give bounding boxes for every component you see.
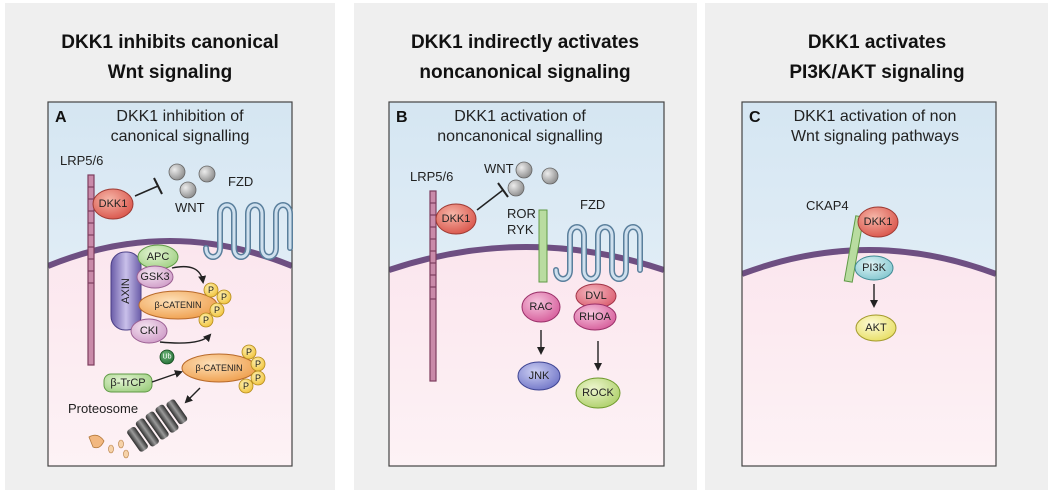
jnk-protein: JNK: [529, 370, 550, 382]
panel-b-title-line2: noncanonical signaling: [419, 62, 630, 83]
svg-text:P: P: [221, 292, 227, 302]
panel-c-letter: C: [749, 109, 761, 126]
ror-label: ROR: [507, 206, 536, 221]
panel-a-subtitle-line2: canonical signalling: [111, 128, 250, 145]
svg-text:P: P: [208, 285, 214, 295]
panel-b-dkk1: DKK1: [442, 213, 471, 225]
proteosome-label: Proteosome: [68, 401, 138, 416]
svg-text:P: P: [255, 359, 261, 369]
panel-a-fzd-label: FZD: [228, 174, 253, 189]
rock-protein: ROCK: [582, 387, 614, 399]
panel-b-wnt-label: WNT: [484, 161, 514, 176]
panel-c-title-line2: PI3K/AKT signaling: [789, 62, 964, 83]
degradation-fragments: [88, 434, 129, 459]
rac-protein: RAC: [529, 301, 552, 313]
panel-a-title-line1: DKK1 inhibits canonical: [61, 32, 278, 53]
panel-c-cytoplasm: [742, 252, 996, 466]
panel-a: DKK1 inhibits canonical Wnt signaling A …: [5, 3, 335, 490]
panel-a-wnt-label: WNT: [175, 200, 205, 215]
svg-text:P: P: [255, 373, 261, 383]
pi3k-protein: PI3K: [862, 262, 887, 274]
panel-c-dkk1: DKK1: [864, 216, 893, 228]
panel-a-letter: A: [55, 109, 67, 126]
panel-b-letter: B: [396, 109, 408, 126]
svg-text:P: P: [246, 347, 252, 357]
svg-text:P: P: [243, 381, 249, 391]
cki-protein: CKI: [140, 325, 158, 337]
fzd-receptor-icon-b: [556, 227, 640, 279]
lrp-receptor-icon-b: [429, 190, 437, 382]
fzd-receptor-icon: [206, 205, 290, 257]
ryk-label: RYK: [507, 222, 534, 237]
panel-b-lrp-label: LRP5/6: [410, 169, 453, 184]
apc-protein: APC: [147, 251, 170, 263]
svg-text:P: P: [203, 315, 209, 325]
ror-ryk-receptor: [538, 209, 548, 283]
inhibition-arrow-icon: [134, 177, 163, 197]
axin-protein: AXIN: [120, 278, 132, 304]
gsk3-protein: GSK3: [140, 271, 169, 283]
akt-protein: AKT: [865, 322, 887, 334]
panel-b-title-line1: DKK1 indirectly activates: [411, 32, 639, 53]
panel-b-subtitle-line2: noncanonical signalling: [437, 128, 602, 145]
proteasome-icon: [127, 399, 188, 452]
phospho-cluster-1: P P P P: [198, 282, 232, 328]
panel-c-subtitle-line2: Wnt signaling pathways: [791, 128, 959, 145]
panel-a-subtitle-line1: DKK1 inhibition of: [116, 108, 244, 125]
panel-b: DKK1 indirectly activates noncanonical s…: [354, 3, 697, 490]
panel-c-subtitle-line1: DKK1 activation of non: [794, 108, 957, 125]
rhoa-protein: RHOA: [579, 311, 611, 323]
panel-a-title-line2: Wnt signaling: [108, 62, 233, 83]
panel-b-subtitle-line1: DKK1 activation of: [454, 108, 586, 125]
panel-c-title-line1: DKK1 activates: [808, 32, 946, 53]
phospho-cluster-2: P P P P: [238, 344, 266, 394]
svg-text:P: P: [214, 305, 220, 315]
wnt-ligands-b: [507, 161, 559, 197]
ckap4-label: CKAP4: [806, 198, 849, 213]
panel-c: DKK1 activates PI3K/AKT signaling C DKK1…: [705, 3, 1048, 490]
dvl-protein: DVL: [585, 290, 606, 302]
panel-a-lrp-label: LRP5/6: [60, 153, 103, 168]
panel-b-fzd-label: FZD: [580, 197, 605, 212]
beta-catenin-complex: β-CATENIN: [154, 300, 201, 310]
beta-catenin-free: β-CATENIN: [195, 363, 242, 373]
ubiquitin: Ub: [163, 354, 172, 361]
panel-c-membrane: [742, 247, 996, 277]
panel-a-dkk1: DKK1: [99, 198, 128, 210]
wnt-ligands: [168, 163, 216, 199]
beta-trcp-protein: β-TrCP: [110, 377, 145, 389]
inhibition-arrow-icon-b: [476, 182, 509, 211]
